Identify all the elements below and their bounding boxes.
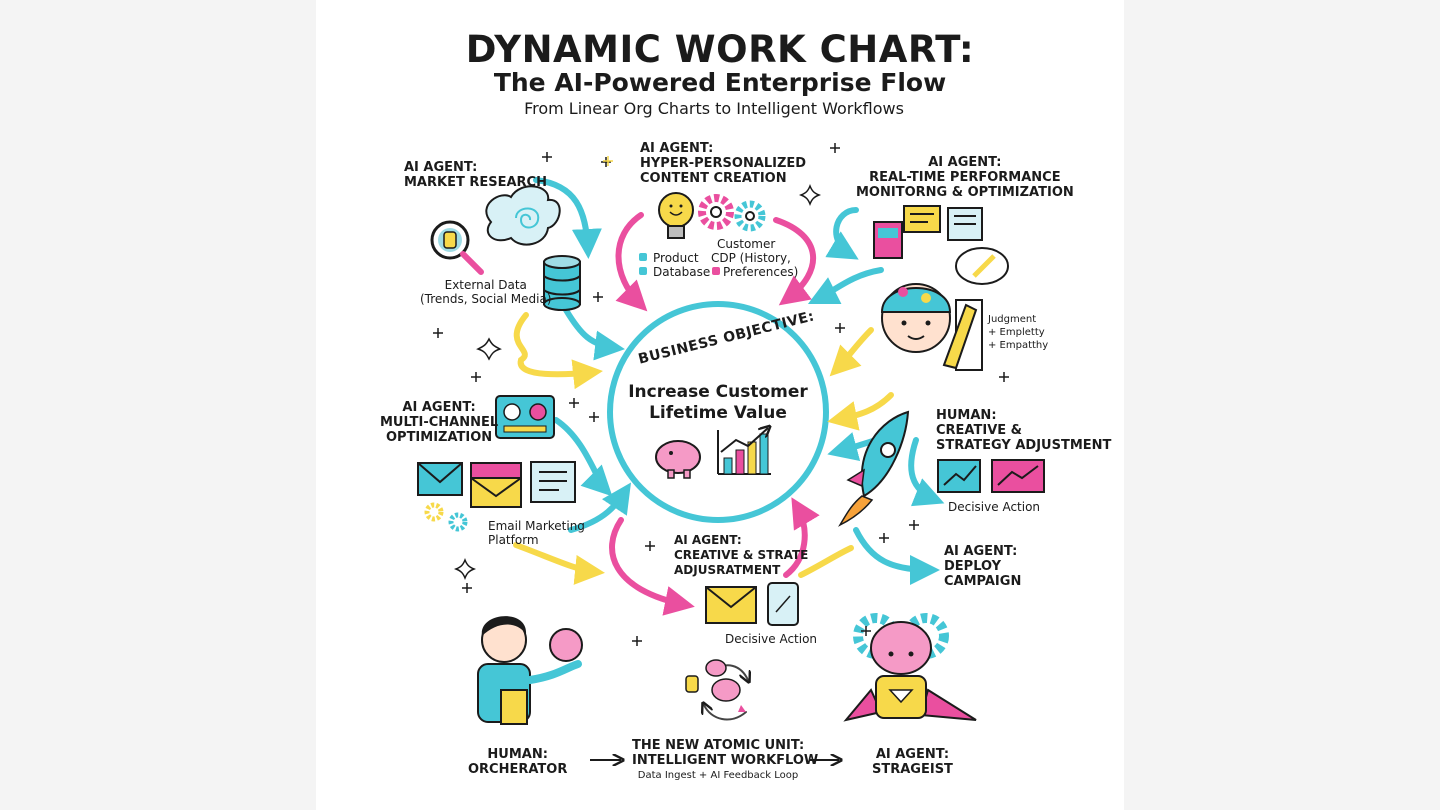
node-email-platform-line1: Email Marketing (488, 519, 585, 533)
bar-chart-icon (938, 460, 1044, 492)
node-customer-cdp-line3: Preferences) (711, 265, 798, 279)
chat-bubble-icon (904, 206, 1008, 284)
node-strategist-line1: AI AGENT: (872, 747, 953, 762)
node-market-research-line2: MARKET RESEARCH (404, 175, 547, 190)
node-atomic-unit-line3: Data Ingest + AI Feedback Loop (632, 768, 804, 783)
brain-cloud-icon (486, 186, 559, 244)
node-content-creation-line3: CONTENT CREATION (640, 171, 806, 186)
arrow-email-yellow (516, 545, 596, 572)
decisive-action-bottom: Decisive Action (725, 632, 817, 646)
node-strategist-line2: STRAGEIST (872, 762, 953, 777)
node-email-platform: Email Marketing Platform (488, 519, 585, 547)
node-human-creative: HUMAN: CREATIVE & STRATEGY ADJUSTMENT (936, 408, 1111, 453)
tablet-icon (531, 462, 575, 502)
envelope-icon (418, 463, 521, 507)
gear-icon (702, 198, 762, 228)
node-creative-strategy: AI AGENT: CREATIVE & STRATE ADJUSRATMENT (674, 533, 808, 578)
arrow-atomic-loop-b (704, 705, 746, 719)
node-performance: AI AGENT: REAL-TIME PERFORMANCE MONITORN… (856, 155, 1074, 200)
node-atomic-unit-line2: INTELLIGENT WORKFLOW (632, 753, 804, 768)
node-content-creation: AI AGENT: HYPER-PERSONALIZED CONTENT CRE… (640, 141, 806, 186)
node-atomic-unit: THE NEW ATOMIC UNIT: INTELLIGENT WORKFLO… (632, 738, 804, 783)
node-judgment-line2: + Empletty (988, 326, 1048, 339)
node-judgment-line3: + Empatthy (988, 339, 1048, 352)
gear-icon (427, 505, 465, 529)
node-multichannel-line2: MULTI-CHANNEL (380, 415, 498, 430)
node-multichannel-line1: AI AGENT: (380, 400, 498, 415)
node-human-creative-line1: HUMAN: (936, 408, 1111, 423)
node-email-platform-line2: Platform (488, 533, 585, 547)
node-customer-cdp-line1: Customer (711, 237, 798, 251)
node-market-research: AI AGENT: MARKET RESEARCH (404, 160, 547, 190)
arrow-performance-out (816, 270, 881, 300)
diagram-canvas: DYNAMIC WORK CHART: The AI-Powered Enter… (316, 0, 1124, 810)
page-title: DYNAMIC WORK CHART: (316, 28, 1124, 71)
sparkle-icon (738, 705, 746, 712)
node-deploy-line2: DEPLOY (944, 559, 1021, 574)
human-orchestrator-figure (478, 616, 582, 724)
node-judgment: Judgment + Empletty + Empatthy (988, 313, 1048, 352)
node-performance-line1: AI AGENT: (856, 155, 1074, 170)
node-creative-strategy-line3: ADJUSRATMENT (674, 563, 808, 578)
node-performance-line2: REAL-TIME PERFORMANCE (856, 170, 1074, 185)
node-deploy-line3: CAMPAIGN (944, 574, 1021, 589)
node-deploy: AI AGENT: DEPLOY CAMPAIGN (944, 544, 1021, 589)
center-objective-line1: Increase Customer (618, 382, 818, 403)
rocket-icon (840, 412, 908, 525)
node-multichannel: AI AGENT: MULTI-CHANNEL OPTIMIZATION (380, 400, 498, 445)
node-content-creation-line2: HYPER-PERSONALIZED (640, 156, 806, 171)
node-product-db-line2: Database (653, 265, 710, 279)
node-external-data-line2: (Trends, Social Media) (420, 292, 552, 306)
piggy-bank-icon (656, 441, 700, 478)
node-orchestrator: HUMAN: ORCHERATOR (468, 747, 567, 777)
node-product-db-line1: Product (653, 251, 710, 265)
node-creative-strategy-line1: AI AGENT: (674, 533, 808, 548)
node-customer-cdp-line2: CDP (History, (711, 251, 798, 265)
node-external-data: External Data (Trends, Social Media) (420, 278, 552, 306)
arrow-action-loop (911, 440, 936, 500)
arrow-bottom-yellow (801, 548, 851, 575)
node-customer-cdp: Customer CDP (History, Preferences) (711, 237, 798, 279)
node-content-creation-line1: AI AGENT: (640, 141, 806, 156)
arrow-db-to-center (566, 310, 616, 348)
arrow-performance-in (836, 210, 856, 255)
arrow-content-left (619, 215, 642, 305)
magnifier-icon (432, 222, 481, 272)
dashboard-icon (496, 396, 554, 438)
center-objective: Increase Customer Lifetime Value (618, 382, 818, 424)
node-orchestrator-line1: HUMAN: (468, 747, 567, 762)
node-market-research-line1: AI AGENT: (404, 160, 547, 175)
node-strategist: AI AGENT: STRAGEIST (872, 747, 953, 777)
page-subtitle: The AI-Powered Enterprise Flow (316, 68, 1124, 97)
node-orchestrator-line2: ORCHERATOR (468, 762, 567, 777)
node-atomic-unit-line1: THE NEW ATOMIC UNIT: (632, 738, 804, 753)
arrow-rocket-to-center (836, 395, 891, 420)
human-judgment-figure (882, 284, 982, 370)
tablet-icon (768, 583, 798, 625)
page-tagline: From Linear Org Charts to Intelligent Wo… (316, 99, 1112, 118)
node-external-data-line1: External Data (420, 278, 552, 292)
node-judgment-line1: Judgment (988, 313, 1048, 326)
envelope-icon (706, 587, 756, 623)
bar-chart-icon (718, 428, 771, 474)
decisive-action-right: Decisive Action (948, 500, 1040, 514)
node-multichannel-line3: OPTIMIZATION (380, 430, 498, 445)
arrow-judgment-to-center (836, 330, 871, 370)
node-deploy-line1: AI AGENT: (944, 544, 1021, 559)
lightbulb-icon (659, 193, 693, 238)
node-performance-line3: MONITORNG & OPTIMIZATION (856, 185, 1074, 200)
node-product-db: Product Database (653, 251, 710, 279)
dashboard-icon (874, 222, 902, 258)
center-objective-line2: Lifetime Value (618, 403, 818, 424)
arrow-deploy (856, 530, 931, 570)
node-creative-strategy-line2: CREATIVE & STRATE (674, 548, 808, 563)
node-human-creative-line3: STRATEGY ADJUSTMENT (936, 438, 1111, 453)
node-human-creative-line2: CREATIVE & (936, 423, 1111, 438)
arrow-external-to-center (517, 315, 594, 374)
